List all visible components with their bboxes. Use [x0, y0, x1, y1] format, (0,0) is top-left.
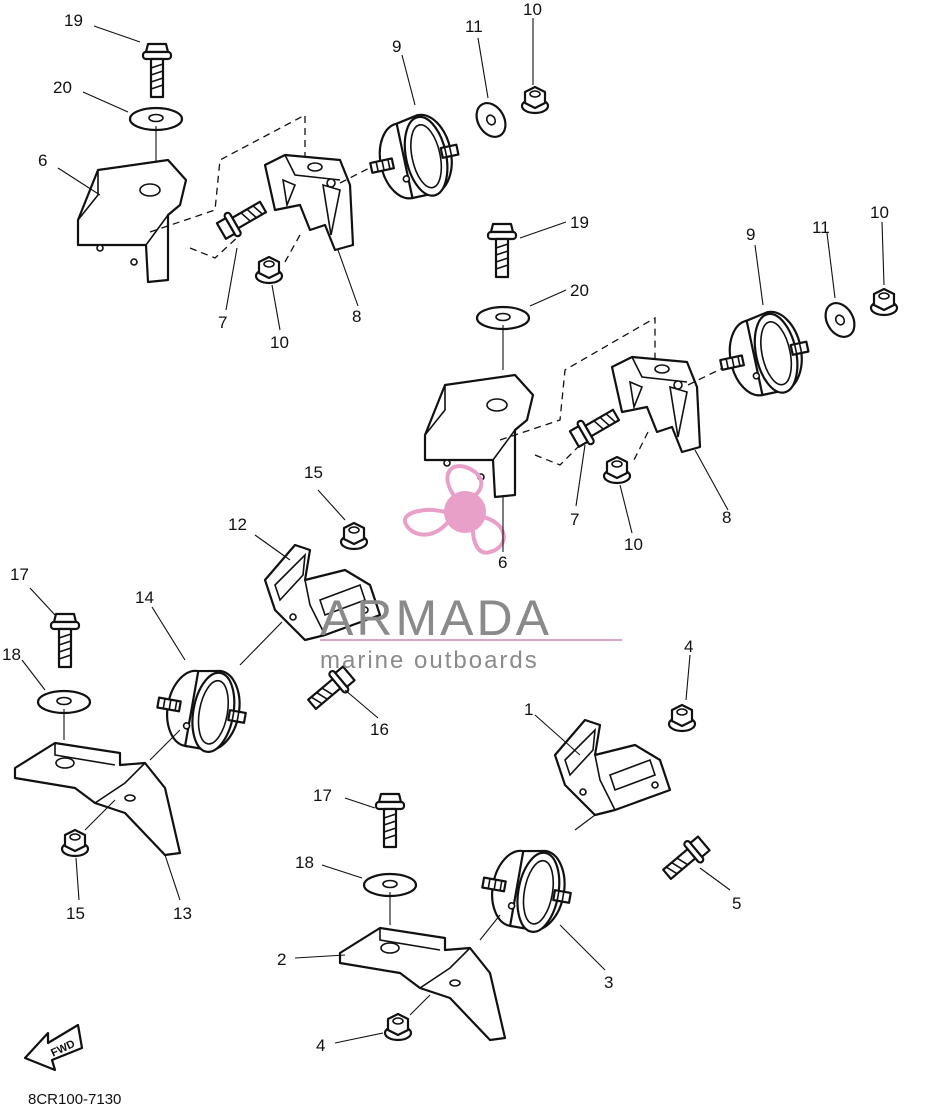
- nut-10-upper-right: [602, 455, 632, 485]
- callout-5: 5: [732, 894, 741, 913]
- callout-15-b: 15: [66, 904, 85, 923]
- callout-8-b: 8: [722, 508, 731, 527]
- callout-leaders: [21, 18, 885, 1044]
- propeller-logo: [403, 464, 506, 555]
- watermark-tagline: marine outboards: [320, 647, 539, 674]
- callout-17-b: 17: [313, 786, 332, 805]
- armada-watermark: ARMADA marine outboards: [320, 464, 622, 674]
- mount-3: [475, 840, 579, 939]
- lower-left-assembly: [13, 521, 382, 858]
- nut-15-lower: [60, 828, 90, 858]
- callout-6-b: 6: [498, 553, 507, 572]
- washer-11-upper-left: [469, 96, 513, 144]
- callout-numbers: 19 20 6 9 11 10 7 10 8 19 20 9 11 10 7 1…: [2, 0, 889, 1055]
- watermark-brand: ARMADA: [320, 590, 552, 646]
- bracket-13: [13, 741, 182, 857]
- washer-11-upper-right: [818, 296, 862, 344]
- callout-4-b: 4: [316, 1036, 325, 1055]
- callout-2: 2: [277, 950, 286, 969]
- bolt-7-upper-left: [213, 194, 271, 244]
- callout-17-a: 17: [10, 565, 29, 584]
- callout-20-b: 20: [570, 281, 589, 300]
- callout-9-b: 9: [746, 225, 755, 244]
- callout-14: 14: [135, 588, 154, 607]
- callout-16: 16: [370, 720, 389, 739]
- callout-7-b: 7: [570, 510, 579, 529]
- callout-8-a: 8: [352, 307, 361, 326]
- bolt-7-upper-right: [566, 402, 624, 452]
- mount-9-upper-right: [711, 304, 817, 406]
- callout-10-b: 10: [270, 333, 289, 352]
- bolt-17-left: [49, 612, 81, 669]
- callout-7-a: 7: [218, 313, 227, 332]
- nut-4-upper: [667, 703, 697, 733]
- callout-1: 1: [524, 700, 533, 719]
- callout-18-a: 18: [2, 645, 21, 664]
- callout-11-b: 11: [812, 218, 830, 237]
- nut-15-upper: [339, 521, 369, 551]
- callout-12: 12: [228, 515, 247, 534]
- callout-10-c: 10: [870, 203, 889, 222]
- bracket-6-upper-left: [76, 158, 188, 284]
- bracket-8-upper-right: [610, 355, 702, 454]
- bracket-2: [338, 926, 507, 1042]
- bolt-5: [657, 832, 714, 886]
- callout-15-a: 15: [304, 463, 323, 482]
- callout-10-a: 10: [523, 0, 542, 19]
- lower-right-assembly: [338, 703, 714, 1042]
- bracket-1: [553, 718, 672, 817]
- bolt-19-upper-left: [141, 42, 173, 99]
- upper-left-assembly: [76, 42, 550, 285]
- callout-20-a: 20: [53, 78, 72, 97]
- callout-10-d: 10: [624, 535, 643, 554]
- callout-19-b: 19: [570, 213, 589, 232]
- nut-10-upper-right-b: [869, 287, 899, 317]
- nut-4-lower: [383, 1012, 413, 1042]
- callout-18-b: 18: [295, 853, 314, 872]
- bracket-8-upper-left: [263, 153, 355, 252]
- callout-3: 3: [604, 973, 613, 992]
- callout-13: 13: [173, 904, 192, 923]
- callout-11-a: 11: [465, 17, 483, 36]
- callout-19-a: 19: [64, 11, 83, 30]
- nut-10-upper-left-b: [520, 85, 550, 115]
- diagram-code: 8CR100-7130: [28, 1091, 121, 1108]
- bolt-17-right: [374, 792, 406, 849]
- fwd-arrow-icon: FWD: [23, 1023, 84, 1072]
- bolt-19-upper-right: [486, 222, 518, 279]
- mount-9-upper-left: [361, 107, 467, 209]
- nut-10-upper-left: [254, 255, 284, 285]
- callout-4-a: 4: [684, 637, 693, 656]
- upper-right-assembly: [423, 222, 899, 499]
- callout-6-a: 6: [38, 151, 47, 170]
- callout-9-a: 9: [392, 37, 401, 56]
